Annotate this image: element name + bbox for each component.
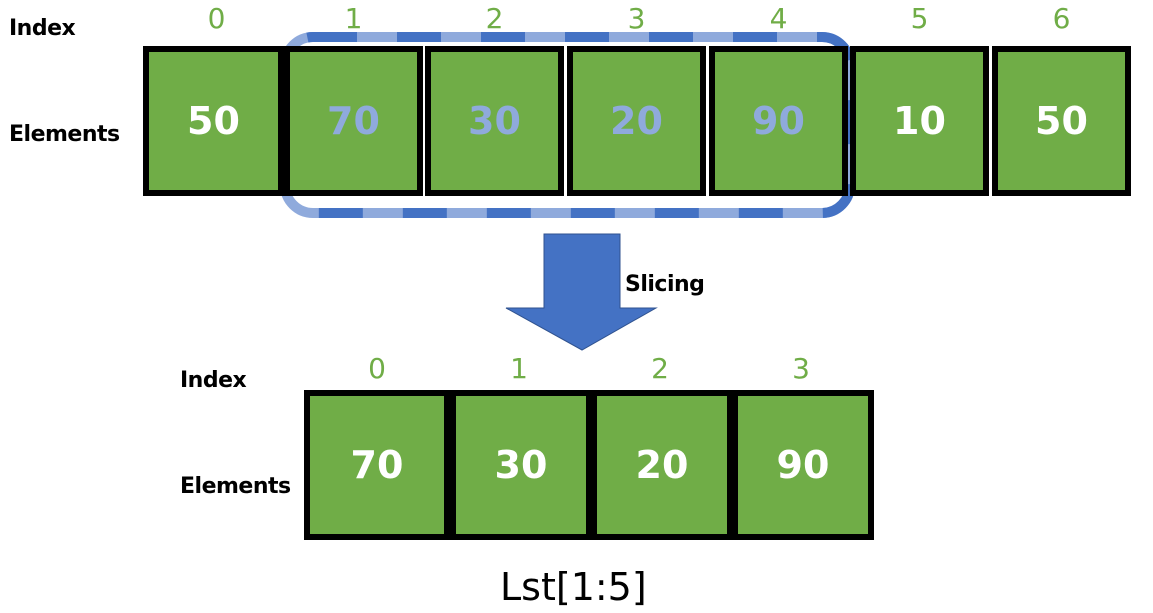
sliced-element-value: 70 [350, 443, 404, 487]
sliced-element-cell: 20 [591, 390, 733, 540]
sliced-index-1: 1 [510, 352, 528, 385]
original-index-0: 0 [207, 2, 226, 35]
slice-expression-caption: Lst[1:5] [500, 565, 647, 609]
original-element-value: 50 [187, 99, 240, 143]
original-index-5: 5 [910, 2, 929, 35]
sliced-elements-label: Elements [180, 474, 291, 499]
original-element-cell: 90 [709, 46, 848, 196]
sliced-element-value: 30 [494, 443, 548, 487]
original-element-cell: 30 [425, 46, 564, 196]
original-index-label: Index [9, 16, 76, 41]
sliced-element-value: 20 [635, 443, 689, 487]
sliced-index-0: 0 [368, 352, 386, 385]
original-element-value: 70 [327, 99, 380, 143]
original-element-value: 30 [468, 99, 521, 143]
original-index-3: 3 [627, 2, 646, 35]
sliced-element-cell: 30 [450, 390, 592, 540]
original-index-2: 2 [485, 2, 504, 35]
original-element-cell: 50 [992, 46, 1131, 196]
original-index-6: 6 [1052, 2, 1071, 35]
original-index-4: 4 [769, 2, 788, 35]
sliced-element-cell: 90 [732, 390, 874, 540]
sliced-index-2: 2 [651, 352, 669, 385]
original-element-cell: 10 [850, 46, 989, 196]
original-element-value: 90 [752, 99, 805, 143]
original-element-value: 50 [1035, 99, 1088, 143]
original-element-value: 20 [610, 99, 663, 143]
sliced-element-cell: 70 [304, 390, 450, 540]
sliced-element-value: 90 [776, 443, 830, 487]
original-index-1: 1 [344, 2, 363, 35]
original-elements-label: Elements [9, 122, 120, 147]
original-element-cell: 20 [567, 46, 706, 196]
down-arrow-icon [505, 233, 658, 351]
sliced-index-3: 3 [792, 352, 810, 385]
sliced-index-label: Index [180, 368, 247, 393]
original-element-value: 10 [893, 99, 946, 143]
original-element-cell: 70 [284, 46, 423, 196]
original-element-cell: 50 [143, 46, 284, 196]
slicing-label: Slicing [625, 272, 705, 297]
